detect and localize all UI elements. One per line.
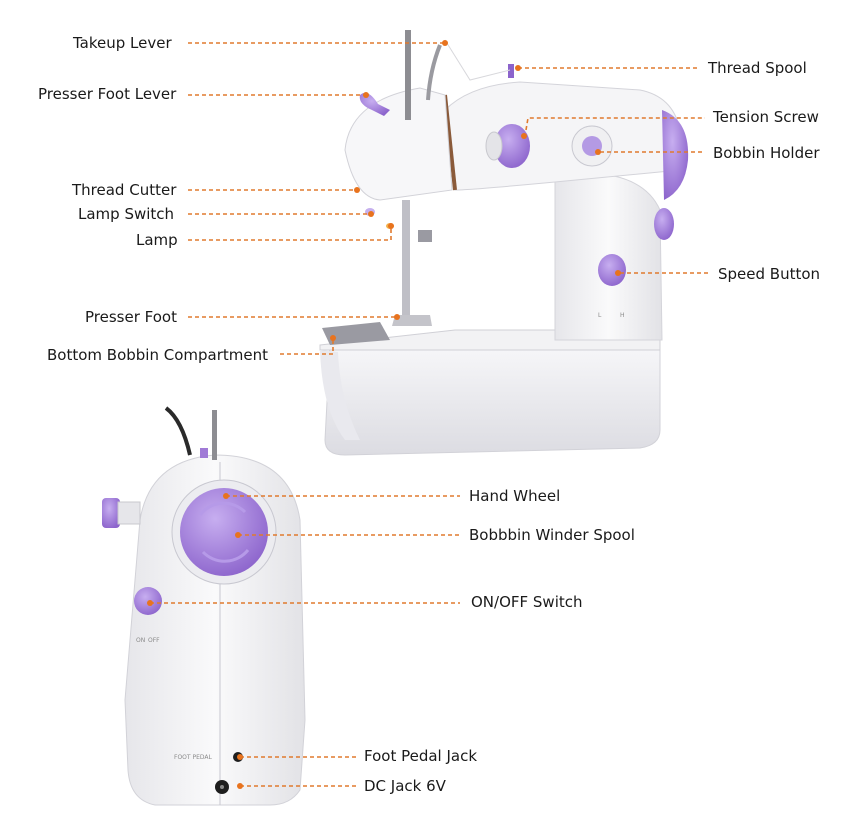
- foot-pedal-mark: FOOT PEDAL: [174, 754, 212, 761]
- side-tension-knob: [102, 498, 120, 528]
- label-on-off-switch: ON/OFF Switch: [471, 593, 583, 611]
- label-takeup-lever: Takeup Lever: [72, 34, 172, 52]
- speed-high-mark: H: [620, 312, 625, 319]
- label-bobbin-winder-spool: Bobbbin Winder Spool: [469, 526, 635, 544]
- label-bottom-bobbin-compartment: Bottom Bobbin Compartment: [47, 346, 268, 364]
- label-bobbin-holder: Bobbin Holder: [713, 144, 820, 162]
- hand-wheel-disc: [180, 488, 268, 576]
- handwheel-edge: [662, 110, 688, 200]
- label-speed-button: Speed Button: [718, 265, 820, 283]
- label-dc-jack: DC Jack 6V: [364, 777, 447, 795]
- machine-head: [345, 88, 452, 200]
- label-tension-screw: Tension Screw: [712, 108, 819, 126]
- label-hand-wheel: Hand Wheel: [469, 487, 560, 505]
- machine-front-view: L H: [320, 30, 688, 455]
- side-spool-rod: [212, 410, 217, 460]
- label-lamp: Lamp: [136, 231, 178, 249]
- label-presser-foot: Presser Foot: [85, 308, 177, 326]
- onoff-button-front: [654, 208, 674, 240]
- switch-on-mark: ON: [136, 637, 145, 644]
- label-thread-spool: Thread Spool: [707, 59, 807, 77]
- label-foot-pedal-jack: Foot Pedal Jack: [364, 747, 477, 765]
- presser-bar: [402, 200, 410, 320]
- speed-button-knob: [598, 254, 626, 286]
- label-thread-cutter: Thread Cutter: [71, 181, 177, 199]
- label-presser-foot-lever: Presser Foot Lever: [38, 85, 177, 103]
- switch-off-mark: OFF: [148, 637, 160, 644]
- label-lamp-switch: Lamp Switch: [78, 205, 174, 223]
- thread-spool-pin: [508, 64, 514, 78]
- machine-side-view: ON OFF FOOT PEDAL: [102, 408, 305, 805]
- machine-arm: [445, 82, 682, 190]
- machine-base: [325, 345, 660, 455]
- side-takeup-lever: [166, 408, 190, 455]
